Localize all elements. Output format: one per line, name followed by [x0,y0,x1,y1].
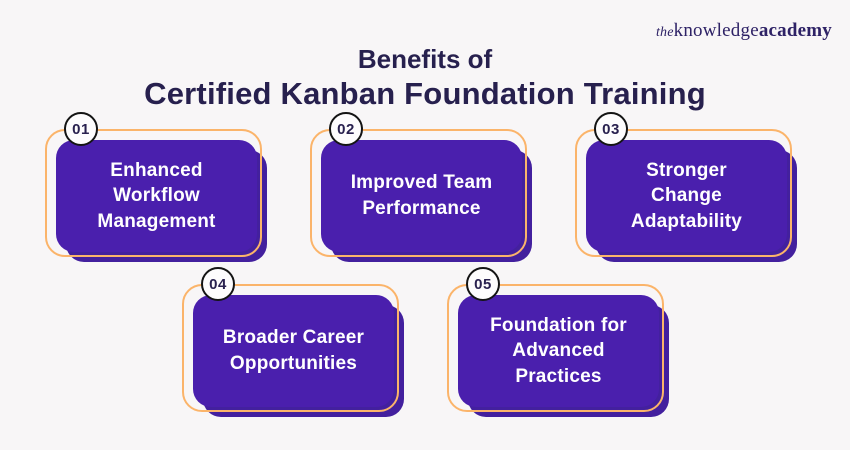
title-mainline: Certified Kanban Foundation Training [144,76,706,112]
benefit-card-4: Broader Career Opportunities 04 [182,267,404,417]
badge-number: 04 [209,275,227,293]
card-outline [447,284,664,412]
badge-number: 03 [602,120,620,138]
number-badge: 04 [201,267,235,301]
badge-number: 02 [337,120,355,138]
benefit-card-3: Stronger Change Adaptability 03 [575,112,797,262]
knowledge-academy-logo: theknowledgeacademy [656,20,832,42]
benefit-label: Enhanced Workflow Management [97,159,216,232]
benefit-label: Improved Team Performance [350,172,493,219]
logo-part-academy: academy [758,20,832,41]
card-outline [575,129,792,257]
number-badge: 03 [594,112,628,146]
card-outline [310,129,527,257]
number-badge: 01 [64,112,98,146]
badge-number: 05 [474,275,492,293]
benefit-label: Broader Career Opportunities [222,327,365,374]
number-badge: 05 [466,267,500,301]
benefit-card-2: Improved Team Performance 02 [310,112,532,262]
card-body: Enhanced Workflow Management [56,140,257,252]
benefit-label: Foundation for Advanced Practices [490,314,627,387]
card-outline [182,284,399,412]
card-body: Foundation for Advanced Practices [458,295,659,407]
card-body: Improved Team Performance [321,140,522,252]
page-title: Benefits of Certified Kanban Foundation … [0,44,850,112]
logo-part-the: the [655,25,674,40]
title-subline: Benefits of [357,44,493,74]
logo-part-knowledge: knowledge [673,20,759,41]
number-badge: 02 [329,112,363,146]
badge-number: 01 [72,120,90,138]
benefit-label: Stronger Change Adaptability [630,159,743,232]
benefit-card-1: Enhanced Workflow Management 01 [45,112,267,262]
card-body: Stronger Change Adaptability [586,140,787,252]
benefit-card-5: Foundation for Advanced Practices 05 [447,267,669,417]
card-body: Broader Career Opportunities [193,295,394,407]
card-outline [45,129,262,257]
